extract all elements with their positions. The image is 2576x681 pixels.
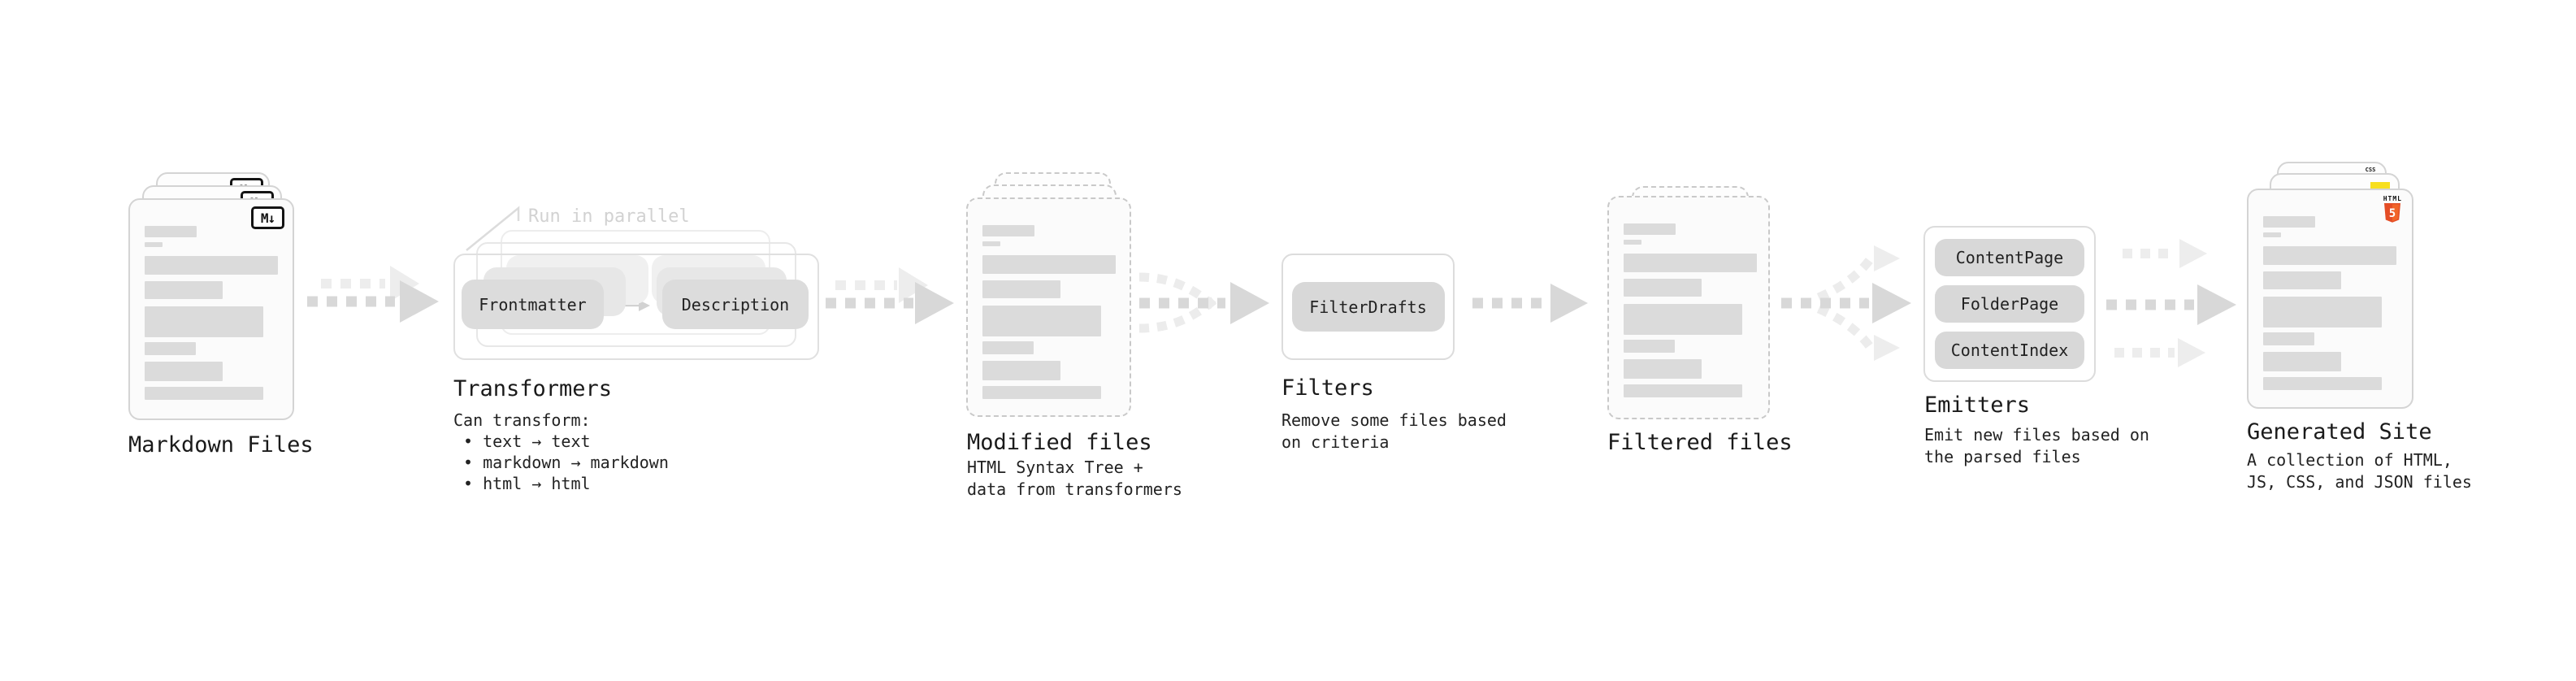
filtered-file-card-front <box>1607 196 1770 419</box>
skeleton-line <box>145 362 223 381</box>
emitter-pill-contentindex: ContentIndex <box>1935 332 2084 369</box>
skeleton-line <box>982 386 1101 399</box>
filterdrafts-pill: FilterDrafts <box>1291 282 1445 332</box>
filtered-files-title: Filtered files <box>1607 430 1793 455</box>
skeleton-line <box>982 255 1116 274</box>
html5-logo-number: 5 <box>2389 207 2396 220</box>
modified-file-card-front <box>966 197 1131 417</box>
markdown-file-card-front: M↓ <box>128 198 294 420</box>
skeleton-line <box>145 242 163 247</box>
arrow-emitters-to-generated-icon <box>2106 239 2236 367</box>
skeleton-lines <box>1624 197 1757 397</box>
skeleton-line <box>1624 240 1641 245</box>
arrow-filtered-to-emitters-icon <box>1781 245 1911 361</box>
markdown-logo-icon: M↓ <box>251 206 284 229</box>
skeleton-line <box>2263 232 2281 237</box>
skeleton-line <box>1624 254 1757 272</box>
generated-file-card-front: HTML 5 <box>2247 189 2413 409</box>
emitters-description: Emit new files based on the parsed files <box>1924 425 2149 466</box>
modified-files-title: Modified files <box>967 430 1152 455</box>
skeleton-lines <box>2263 190 2397 390</box>
skeleton-line <box>145 226 197 237</box>
javascript-logo-icon <box>2370 182 2390 189</box>
emitters-title: Emitters <box>1924 393 2031 418</box>
skeleton-line <box>2263 332 2314 345</box>
can-transform-label: Can transform: <box>453 410 591 430</box>
skeleton-line <box>982 280 1060 298</box>
modified-files-description: HTML Syntax Tree + data from transformer… <box>967 458 1182 499</box>
skeleton-line <box>145 256 278 275</box>
description-pill: Description <box>662 280 809 329</box>
run-in-parallel-annotation: Run in parallel <box>528 206 690 227</box>
skeleton-line <box>982 341 1034 354</box>
transform-bullet: • html → html <box>463 474 591 493</box>
arrow-transformers-to-modified-icon <box>826 267 954 324</box>
skeleton-line <box>1624 359 1702 379</box>
arrow-filters-to-filtered-icon <box>1472 284 1588 323</box>
skeleton-line <box>2263 216 2315 228</box>
skeleton-line <box>982 361 1060 380</box>
emitters-panel: ContentPage FolderPage ContentIndex <box>1923 226 2096 382</box>
skeleton-line <box>1624 304 1742 335</box>
skeleton-line <box>145 342 196 355</box>
skeleton-line <box>2263 271 2341 289</box>
generated-site-description: A collection of HTML, JS, CSS, and JSON … <box>2247 450 2472 492</box>
transformers-title: Transformers <box>453 376 613 401</box>
frontmatter-pill: Frontmatter <box>462 280 604 329</box>
skeleton-line <box>2263 377 2382 390</box>
transform-bullet: • markdown → markdown <box>463 453 669 472</box>
skeleton-line <box>2263 246 2396 265</box>
skeleton-line <box>1624 223 1676 235</box>
css-logo-word: CSS <box>2365 167 2376 173</box>
run-in-parallel-callout-line <box>466 206 520 251</box>
skeleton-line <box>982 225 1034 236</box>
skeleton-line <box>982 306 1101 336</box>
skeleton-line <box>145 387 263 400</box>
html5-logo-icon: HTML 5 <box>2383 195 2402 224</box>
skeleton-lines <box>982 199 1116 399</box>
arrow-modified-to-filters-icon <box>1138 272 1269 333</box>
transformers-description: Can transform: • text → text • markdown … <box>453 410 669 494</box>
filters-panel: FilterDrafts <box>1281 254 1455 360</box>
transform-bullet: • text → text <box>463 432 591 451</box>
filters-description: Remove some files based on criteria <box>1281 410 1507 452</box>
transformer-container-front <box>453 254 819 360</box>
html5-logo-word: HTML <box>2383 195 2402 202</box>
skeleton-line <box>145 306 263 337</box>
markdown-files-title: Markdown Files <box>128 432 314 458</box>
emitter-pill-contentpage: ContentPage <box>1935 239 2084 276</box>
skeleton-line <box>2263 297 2382 327</box>
html5-shield-icon: 5 <box>2384 203 2401 223</box>
skeleton-line <box>2263 352 2341 371</box>
skeleton-lines <box>145 200 278 400</box>
filters-title: Filters <box>1281 375 1374 401</box>
emitter-pill-folderpage: FolderPage <box>1935 285 2084 323</box>
skeleton-line <box>145 281 223 299</box>
skeleton-line <box>1624 340 1675 353</box>
generated-site-title: Generated Site <box>2247 419 2432 445</box>
skeleton-line <box>982 241 1000 246</box>
arrow-markdown-to-transformers-icon <box>307 266 439 323</box>
skeleton-line <box>1624 384 1742 397</box>
skeleton-line <box>1624 279 1702 297</box>
